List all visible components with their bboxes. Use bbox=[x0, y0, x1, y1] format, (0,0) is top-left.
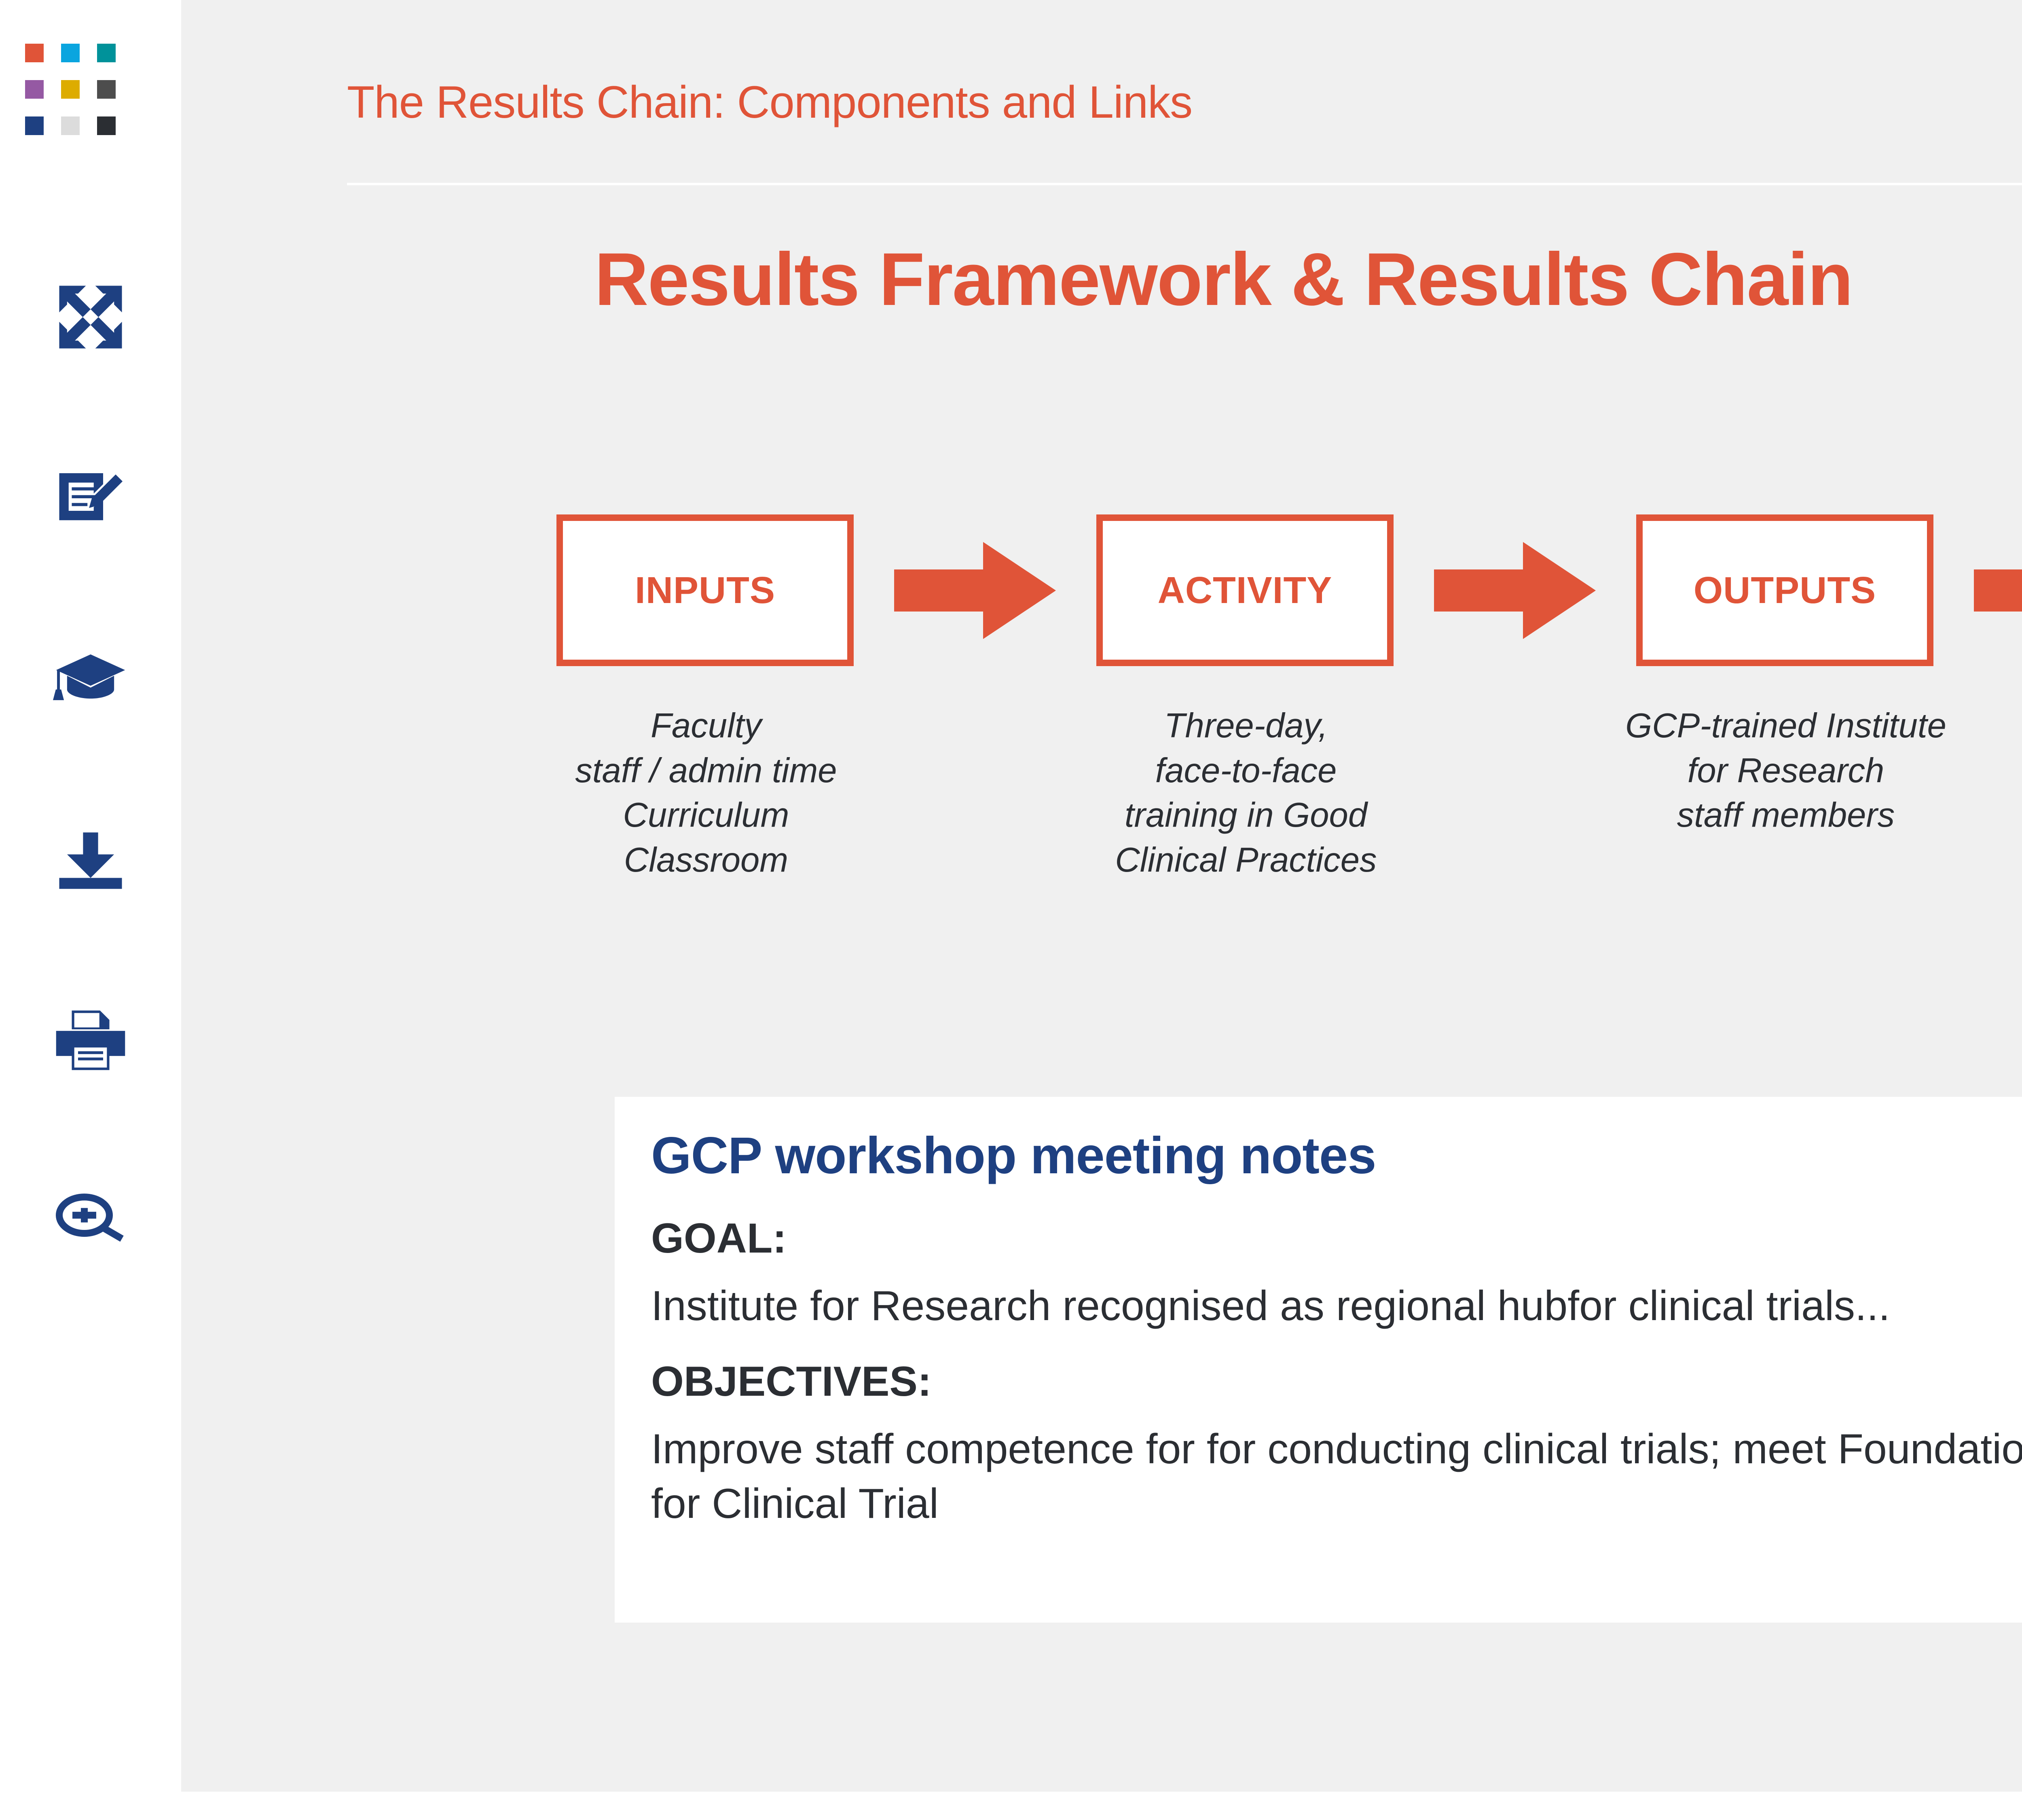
chain-arrow-1 bbox=[894, 542, 1056, 641]
expand-icon bbox=[53, 279, 128, 355]
swatch-cyan[interactable] bbox=[61, 44, 80, 62]
zoom-in-icon bbox=[53, 1185, 128, 1261]
swatch-navy[interactable] bbox=[25, 116, 44, 135]
header-divider bbox=[347, 183, 2022, 185]
sidebar-item-expand[interactable] bbox=[0, 226, 181, 408]
chain-caption-outputs: GCP-trained Institute for Research staff… bbox=[1625, 707, 1946, 834]
slide-header-title: The Results Chain: Components and Links bbox=[347, 77, 1193, 127]
swatch-teal[interactable] bbox=[97, 44, 116, 62]
chain-box-label: ACTIVITY bbox=[1157, 569, 1332, 611]
slide-canvas: The Results Chain: Components and Links … bbox=[181, 0, 2022, 1792]
sidebar-item-notes[interactable] bbox=[0, 408, 181, 589]
chain-caption-activity: Three-day, face-to-face training in Good… bbox=[1115, 707, 1377, 879]
notes-objectives-text: Improve staff competence for for conduct… bbox=[651, 1426, 2022, 1528]
notes-card-title: GCP workshop meeting notes bbox=[651, 1127, 1376, 1185]
slide-header: The Results Chain: Components and Links … bbox=[347, 65, 2022, 186]
chain-box-label: INPUTS bbox=[635, 569, 776, 611]
notes-goal-label: GOAL: bbox=[651, 1215, 787, 1262]
chain-caption-inputs: Faculty staff / admin time Curriculum Cl… bbox=[575, 707, 837, 879]
sidebar-item-print[interactable] bbox=[0, 951, 181, 1132]
chain-arrow-2 bbox=[1434, 542, 1596, 641]
graduation-cap-icon bbox=[53, 642, 128, 717]
notes-goal-text: Institute for Research recognised as reg… bbox=[651, 1282, 1890, 1329]
chain-box-label: OUTPUTS bbox=[1693, 569, 1876, 611]
color-palette-grid bbox=[25, 44, 122, 135]
page-title: Results Framework & Results Chain bbox=[594, 238, 1853, 321]
sidebar-item-download[interactable] bbox=[0, 770, 181, 951]
swatch-black[interactable] bbox=[97, 116, 116, 135]
sidebar-item-learn[interactable] bbox=[0, 589, 181, 770]
swatch-orange[interactable] bbox=[25, 44, 44, 62]
chain-box-outputs[interactable]: OUTPUTS bbox=[1636, 514, 1933, 666]
note-edit-icon bbox=[53, 461, 128, 536]
notes-objectives-label: OBJECTIVES: bbox=[651, 1358, 932, 1405]
download-icon bbox=[53, 823, 128, 898]
meeting-notes-card: GCP workshop meeting notes GOAL: Institu… bbox=[615, 1097, 2022, 1623]
sidebar-tool-list bbox=[0, 226, 181, 1314]
swatch-gold[interactable] bbox=[61, 80, 80, 99]
chain-box-activity[interactable]: ACTIVITY bbox=[1096, 514, 1394, 666]
left-sidebar bbox=[0, 0, 181, 1820]
chain-extra-note: - Meet funder's requirements bbox=[2013, 938, 2022, 978]
swatch-purple[interactable] bbox=[25, 80, 44, 99]
print-icon bbox=[53, 1004, 128, 1079]
chain-box-inputs[interactable]: INPUTS bbox=[556, 514, 854, 666]
chain-arrow-3 bbox=[1974, 542, 2022, 641]
sidebar-item-zoom[interactable] bbox=[0, 1132, 181, 1314]
results-chain-diagram: INPUTS Faculty staff / admin time Curricu… bbox=[181, 0, 2022, 879]
swatch-dark-gray[interactable] bbox=[97, 80, 116, 99]
swatch-light-gray[interactable] bbox=[61, 116, 80, 135]
